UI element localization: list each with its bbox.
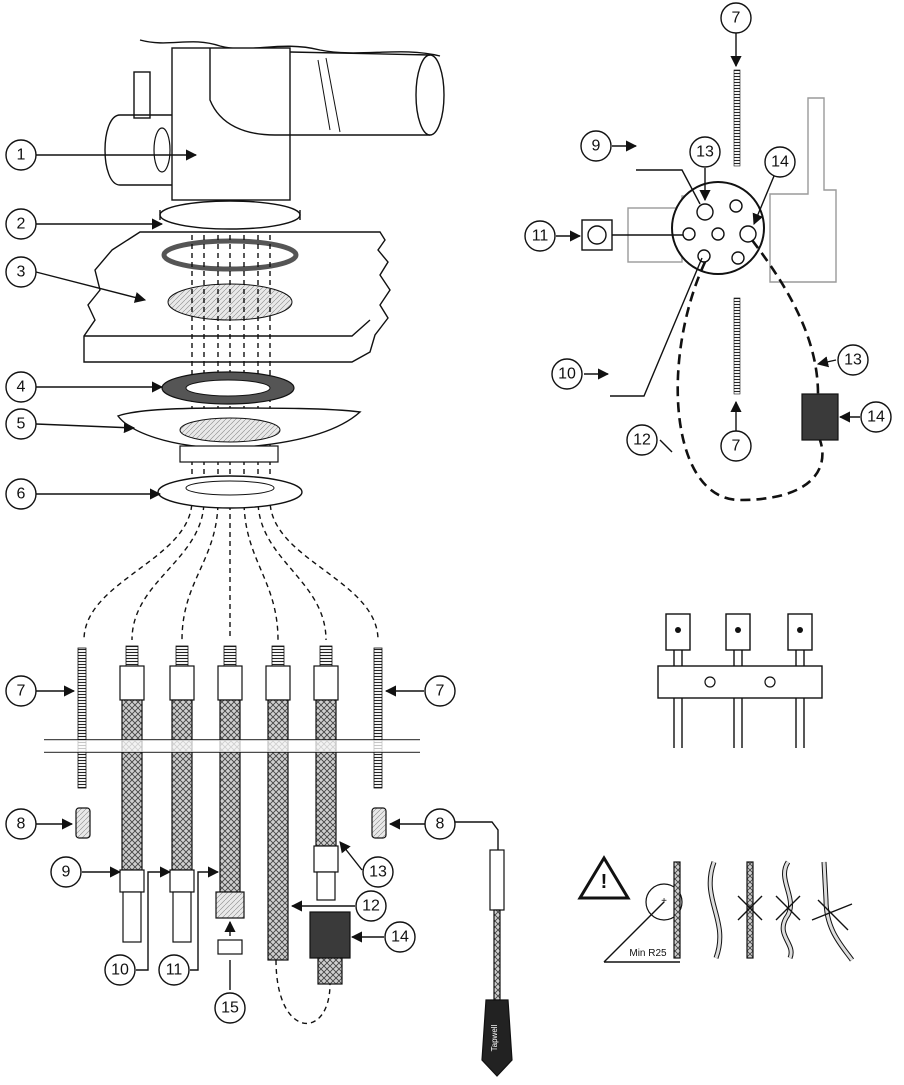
svg-text:13: 13	[844, 352, 862, 369]
svg-text:7: 7	[732, 438, 741, 455]
callout-7-bottom: 7	[720, 430, 752, 462]
svg-text:1: 1	[17, 147, 26, 164]
svg-text:13: 13	[369, 864, 387, 881]
callout-10-upper: 10	[551, 358, 583, 390]
callout-9-lower: 9	[50, 856, 82, 888]
callout-13-top: 13	[689, 136, 721, 168]
svg-text:10: 10	[558, 366, 576, 383]
callout-6: 6	[5, 478, 37, 510]
svg-text:12: 12	[633, 432, 651, 449]
svg-text:13: 13	[696, 144, 714, 161]
svg-text:10: 10	[111, 962, 129, 979]
svg-text:5: 5	[17, 416, 26, 433]
svg-text:9: 9	[592, 138, 601, 155]
callout-11-lower: 11	[158, 954, 190, 986]
seal-ring	[161, 371, 295, 405]
mounting-bracket	[657, 613, 823, 748]
callout-15: 15	[214, 992, 246, 1024]
mixer-body	[104, 39, 445, 230]
screwdriver: Tapwell	[452, 821, 513, 1077]
svg-text:12: 12	[362, 898, 380, 915]
callout-13-lower: 13	[362, 856, 394, 888]
svg-text:2: 2	[17, 216, 26, 233]
callout-8-right: 8	[424, 808, 456, 840]
callout-10-lower: 10	[104, 954, 136, 986]
svg-text:7: 7	[436, 683, 445, 700]
callout-14-lower: 14	[384, 921, 416, 953]
bend-warning: ! + Min R25	[577, 855, 855, 963]
svg-text:6: 6	[17, 486, 26, 503]
svg-text:3: 3	[17, 264, 26, 281]
callout-12-lower: 12	[355, 890, 387, 922]
svg-text:15: 15	[221, 1000, 239, 1017]
warning-glyph: !	[601, 871, 608, 893]
washer	[157, 475, 303, 509]
svg-text:11: 11	[166, 962, 183, 979]
svg-text:14: 14	[391, 929, 409, 946]
callout-8-left: 8	[5, 808, 37, 840]
svg-text:7: 7	[732, 10, 741, 27]
cut-line	[44, 739, 420, 753]
svg-text:4: 4	[17, 379, 26, 396]
callout-5: 5	[5, 408, 37, 440]
warning-triangle-icon: !	[577, 855, 631, 900]
callout-12-upper: 12	[626, 424, 658, 456]
svg-text:7: 7	[17, 683, 26, 700]
min-radius-label: Min R25	[629, 948, 667, 959]
callout-3: 3	[5, 256, 37, 288]
svg-text:11: 11	[532, 228, 549, 245]
callout-2: 2	[5, 208, 37, 240]
callout-14-top: 14	[764, 146, 796, 178]
svg-text:9: 9	[62, 864, 71, 881]
backing-plate	[116, 407, 362, 463]
flexible-hoses	[119, 645, 351, 1024]
callout-1: 1	[5, 139, 37, 171]
callout-7-right: 7	[424, 675, 456, 707]
svg-text:14: 14	[771, 154, 789, 171]
threaded-rods	[77, 647, 383, 789]
sleeves	[75, 807, 387, 839]
svg-text:14: 14	[867, 409, 885, 426]
svg-text:8: 8	[436, 816, 445, 833]
svg-text:+: +	[661, 896, 667, 907]
callout-7-left: 7	[5, 675, 37, 707]
port-diagram	[556, 32, 860, 502]
callout-7-top: 7	[720, 2, 752, 34]
svg-text:8: 8	[17, 816, 26, 833]
callout-14-right: 14	[860, 401, 892, 433]
brand-label: Tapwell	[490, 1024, 499, 1051]
worktop-plate	[83, 231, 391, 363]
callout-11-upper: 11	[524, 220, 556, 252]
leader-lines	[35, 149, 426, 990]
callout-9-upper: 9	[580, 130, 612, 162]
callout-4: 4	[5, 371, 37, 403]
callout-13-right: 13	[837, 344, 869, 376]
